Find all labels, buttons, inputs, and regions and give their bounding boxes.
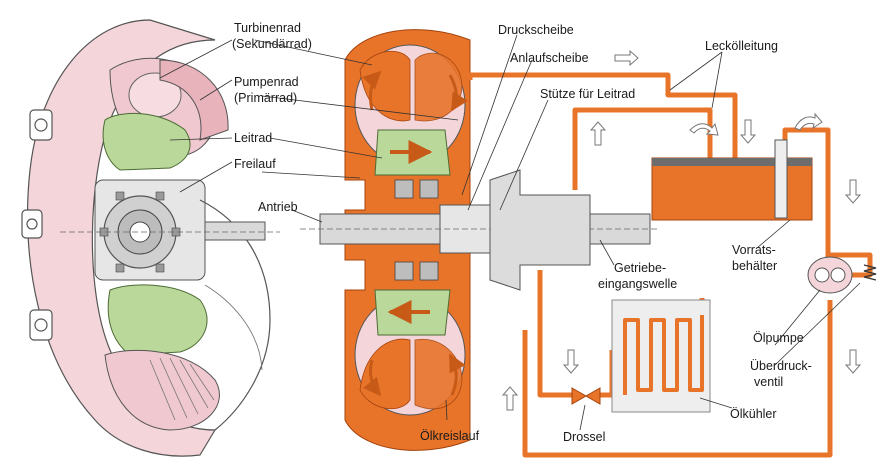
cutaway-shaft bbox=[204, 221, 266, 241]
label-stuetze: Stütze für Leitrad bbox=[540, 87, 635, 101]
reservoir-tank bbox=[651, 139, 813, 221]
label-druckscheibe: Druckscheibe bbox=[498, 23, 574, 37]
stator-support bbox=[489, 169, 591, 291]
oil-pump bbox=[807, 256, 853, 294]
label-drossel: Drossel bbox=[563, 430, 605, 444]
label-vorrats-1: Vorrats- bbox=[732, 243, 776, 257]
label-anlaufscheibe: Anlaufscheibe bbox=[510, 51, 589, 65]
oil-cooler bbox=[611, 299, 711, 413]
throttle-valve bbox=[571, 387, 601, 405]
label-ueberdruck-2: ventil bbox=[754, 375, 783, 389]
label-freilauf: Freilauf bbox=[234, 157, 276, 171]
label-oelkreislauf: Ölkreislauf bbox=[420, 429, 480, 443]
turbine-blades bbox=[149, 357, 215, 421]
label-ueberdruck-1: Überdruck- bbox=[750, 359, 812, 373]
label-turbinenrad-sub: (Sekundärrad) bbox=[232, 37, 312, 51]
cutaway-view bbox=[21, 19, 280, 457]
relief-valve bbox=[863, 264, 877, 281]
label-pumpenrad: Pumpenrad bbox=[234, 75, 299, 89]
label-pumpenrad-sub: (Primärrad) bbox=[234, 91, 297, 105]
freewheel-hub bbox=[94, 179, 206, 281]
label-oelpumpe: Ölpumpe bbox=[753, 331, 804, 345]
stator-upper bbox=[102, 112, 191, 171]
flow-arrows bbox=[501, 49, 862, 411]
label-oelkuehler: Ölkühler bbox=[730, 407, 777, 421]
section-bearings bbox=[394, 179, 439, 281]
labels: Turbinenrad (Sekundärrad) Pumpenrad (Pri… bbox=[232, 21, 812, 444]
label-getriebe-2: eingangswelle bbox=[598, 277, 677, 291]
housing-bolts bbox=[21, 109, 53, 341]
leader-lines bbox=[159, 34, 861, 431]
stator-lower bbox=[107, 284, 208, 356]
label-antrieb: Antrieb bbox=[258, 200, 298, 214]
section-view bbox=[300, 29, 660, 451]
label-leckoelleitung: Leckölleitung bbox=[705, 39, 778, 53]
label-leitrad: Leitrad bbox=[234, 131, 272, 145]
label-vorrats-2: behälter bbox=[732, 259, 777, 273]
oil-circuit bbox=[467, 72, 873, 458]
pump-wheel bbox=[159, 59, 229, 141]
label-turbinenrad: Turbinenrad bbox=[234, 21, 301, 35]
label-getriebe-1: Getriebe- bbox=[614, 261, 666, 275]
